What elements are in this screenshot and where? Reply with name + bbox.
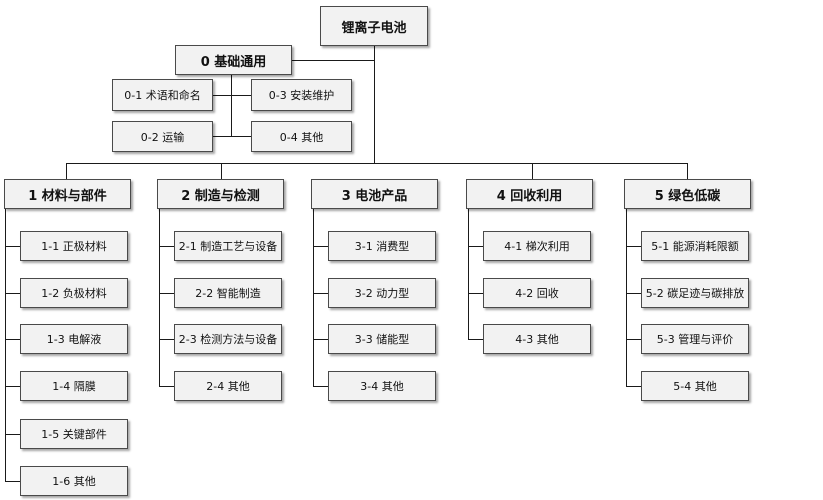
branch-4-child-2: 4-2 回收 bbox=[483, 278, 591, 308]
branch-1-drop-line bbox=[66, 163, 67, 180]
branch-5-child-2-line bbox=[626, 293, 641, 294]
branch-5-spine-line bbox=[626, 209, 627, 386]
foundation-trunk-line bbox=[231, 75, 232, 136]
branch-4-child-1-line bbox=[468, 246, 483, 247]
branch-4-spine-line bbox=[468, 209, 469, 339]
branch-3-child-3: 3-3 储能型 bbox=[328, 324, 436, 354]
root-trunk-line bbox=[374, 45, 375, 163]
branch-1-child-6-line bbox=[5, 481, 20, 482]
branch-3-child-1-line bbox=[313, 246, 328, 247]
foundation-node: 0 基础通用 bbox=[175, 45, 292, 75]
branch-5-child-3-line bbox=[626, 339, 641, 340]
branch-2-child-2: 2-2 智能制造 bbox=[174, 278, 282, 308]
branch-4-child-1: 4-1 梯次利用 bbox=[483, 231, 591, 261]
branch-1-child-6: 1-6 其他 bbox=[20, 466, 128, 496]
branch-1-child-1: 1-1 正极材料 bbox=[20, 231, 128, 261]
branch-2-child-1: 2-1 制造工艺与设备 bbox=[174, 231, 282, 261]
branch-2-node: 2 制造与检测 bbox=[157, 179, 284, 209]
foundation-item-0-3: 0-3 安装维护 bbox=[251, 79, 352, 111]
branch-1-child-2-line bbox=[5, 293, 20, 294]
branch-5-node: 5 绿色低碳 bbox=[624, 179, 751, 209]
branch-4-drop-line bbox=[532, 163, 533, 180]
branch-1-child-3-line bbox=[5, 339, 20, 340]
branch-3-child-4: 3-4 其他 bbox=[328, 371, 436, 401]
branch-3-child-3-line bbox=[313, 339, 328, 340]
branch-5-child-2: 5-2 碳足迹与碳排放 bbox=[641, 278, 749, 308]
branch-3-spine-line bbox=[313, 209, 314, 386]
foundation-item-0-2: 0-2 运输 bbox=[112, 121, 213, 152]
foundation-item-0-1: 0-1 术语和命名 bbox=[112, 79, 213, 111]
branch-2-child-2-line bbox=[159, 293, 174, 294]
branch-4-child-3-line bbox=[468, 339, 483, 340]
branch-1-child-1-line bbox=[5, 246, 20, 247]
branch-5-child-4: 5-4 其他 bbox=[641, 371, 749, 401]
branch-1-node: 1 材料与部件 bbox=[4, 179, 131, 209]
foundation-row2-line bbox=[213, 136, 251, 137]
branch-4-child-2-line bbox=[468, 293, 483, 294]
foundation-item-0-4: 0-4 其他 bbox=[251, 121, 352, 152]
branch-2-child-4-line bbox=[159, 386, 174, 387]
branch-4-node: 4 回收利用 bbox=[466, 179, 593, 209]
branch-1-child-5-line bbox=[5, 434, 20, 435]
branch-3-child-1: 3-1 消费型 bbox=[328, 231, 436, 261]
branch-5-child-1-line bbox=[626, 246, 641, 247]
branch-1-child-4-line bbox=[5, 386, 20, 387]
branch-5-child-4-line bbox=[626, 386, 641, 387]
branch-1-child-4: 1-4 隔膜 bbox=[20, 371, 128, 401]
branch-5-child-1: 5-1 能源消耗限额 bbox=[641, 231, 749, 261]
branch-3-child-2-line bbox=[313, 293, 328, 294]
root-node: 锂离子电池 bbox=[320, 6, 428, 46]
branch-1-spine-line bbox=[5, 209, 6, 481]
branch-2-spine-line bbox=[159, 209, 160, 386]
branch-1-child-3: 1-3 电解液 bbox=[20, 324, 128, 354]
branch-2-child-3-line bbox=[159, 339, 174, 340]
branch-5-child-3: 5-3 管理与评价 bbox=[641, 324, 749, 354]
branch-1-child-5: 1-5 关键部件 bbox=[20, 419, 128, 449]
branch-2-child-1-line bbox=[159, 246, 174, 247]
branch-3-child-4-line bbox=[313, 386, 328, 387]
branch-2-child-3: 2-3 检测方法与设备 bbox=[174, 324, 282, 354]
branch-2-drop-line bbox=[221, 163, 222, 180]
branch-3-child-2: 3-2 动力型 bbox=[328, 278, 436, 308]
branch-2-child-4: 2-4 其他 bbox=[174, 371, 282, 401]
branch-4-child-3: 4-3 其他 bbox=[483, 324, 591, 354]
branch-3-node: 3 电池产品 bbox=[311, 179, 438, 209]
root-to-foundation-line bbox=[292, 60, 374, 61]
foundation-row1-line bbox=[213, 95, 251, 96]
branch-bus-line bbox=[66, 163, 687, 164]
branch-1-child-2: 1-2 负极材料 bbox=[20, 278, 128, 308]
branch-5-drop-line bbox=[687, 163, 688, 180]
